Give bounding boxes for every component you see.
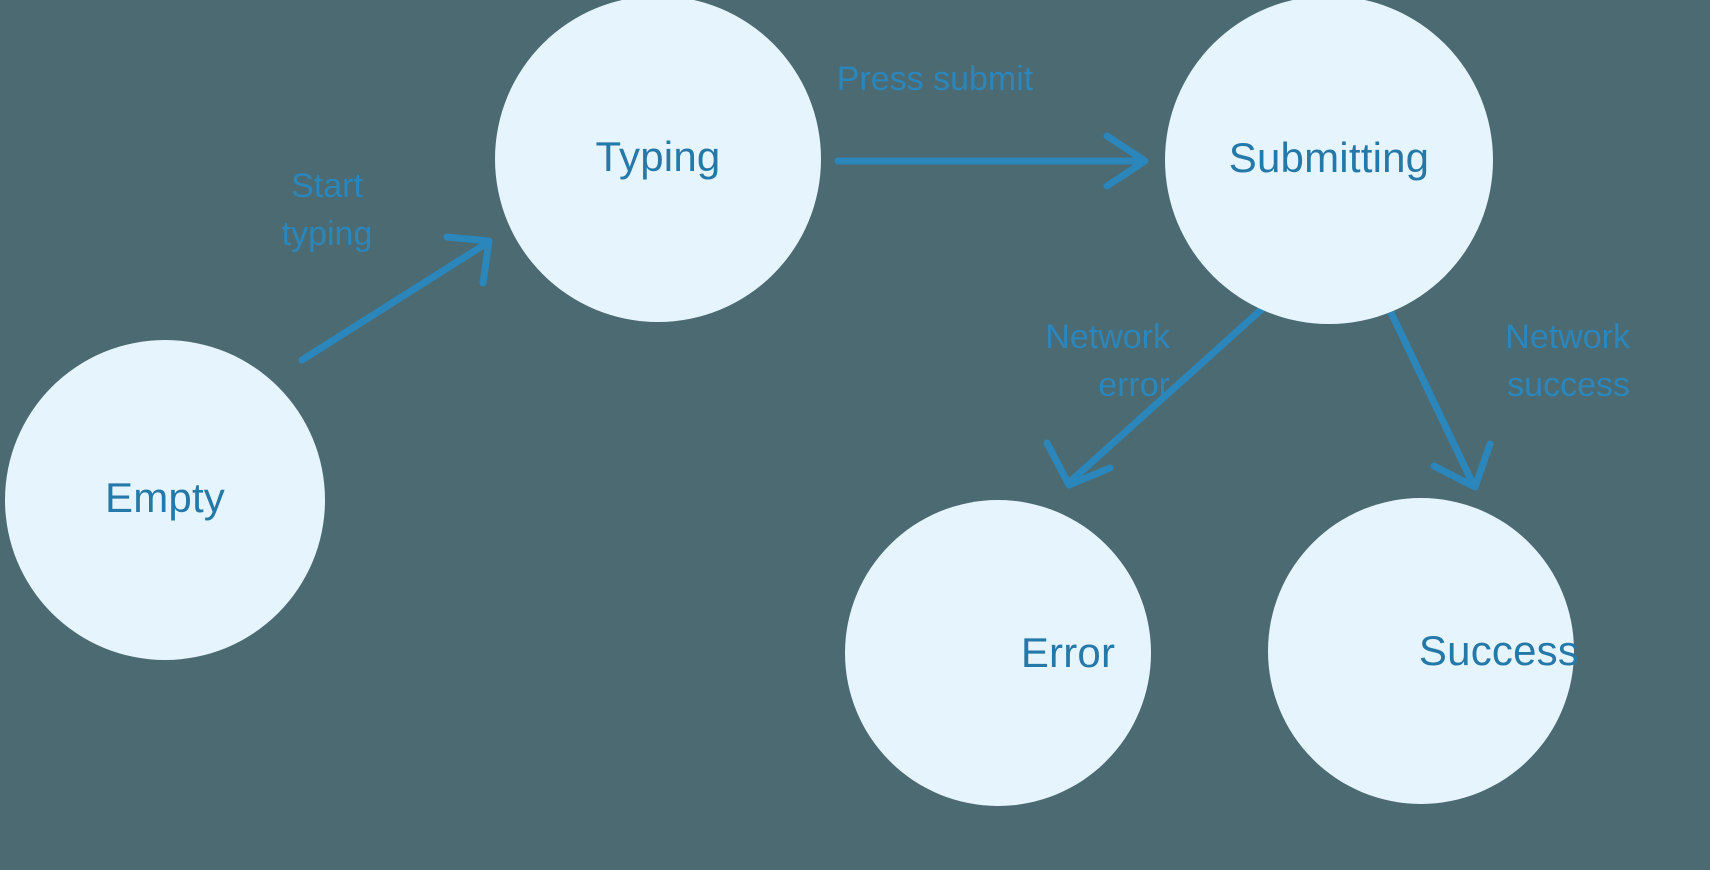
edge-label-line2: success	[1507, 366, 1630, 404]
state-node-empty[interactable]: Empty	[5, 340, 325, 660]
edge-label-line1: Press submit	[836, 60, 1034, 98]
state-node-typing[interactable]: Typing	[495, 0, 821, 322]
edge-label-network-success: Network success	[1360, 313, 1630, 409]
edge-label-line2: error	[1098, 366, 1170, 404]
edge-label-line1: Network	[1505, 318, 1630, 356]
state-label-submitting: Submitting	[1228, 134, 1430, 181]
state-label-error: Error	[1020, 629, 1116, 676]
edge-label-network-error: Network error	[900, 313, 1170, 409]
edge-label-line1: Start	[291, 167, 363, 205]
state-label-success: Success	[1418, 627, 1580, 674]
edge-label-line1: Network	[1045, 318, 1170, 356]
state-label-empty: Empty	[104, 474, 226, 521]
edge-label-press-submit: Press submit	[800, 55, 1070, 103]
state-node-submitting[interactable]: Submitting	[1165, 0, 1493, 324]
edge-typing-to-submitting	[834, 132, 1149, 190]
state-label-typing: Typing	[595, 133, 721, 180]
edge-label-start-typing: Start typing	[227, 162, 427, 258]
state-node-success[interactable]: Success	[1268, 498, 1579, 804]
state-node-error[interactable]: Error	[845, 500, 1151, 806]
edge-label-line2: typing	[281, 215, 373, 253]
